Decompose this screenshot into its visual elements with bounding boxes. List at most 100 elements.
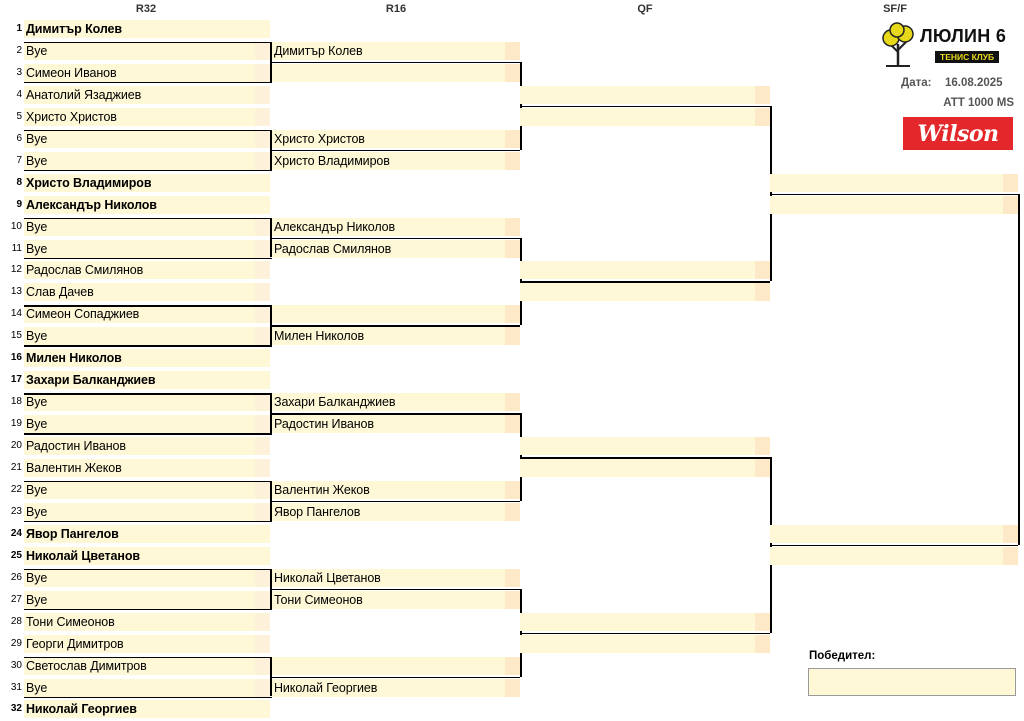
score-box[interactable] [255,480,270,499]
score-box[interactable] [255,239,270,258]
score-box[interactable] [755,437,770,456]
score-box[interactable] [505,656,520,675]
r32-slot[interactable]: Bye [24,217,270,236]
winner-field[interactable] [808,668,1016,696]
score-box[interactable] [505,393,520,412]
score-box[interactable] [255,63,270,82]
score-box[interactable] [255,305,270,324]
score-box[interactable] [505,480,520,499]
score-box[interactable] [255,327,270,346]
score-box[interactable] [505,502,520,521]
r32-slot[interactable]: Bye [24,41,270,60]
r16-slot[interactable]: Милен Николов [272,327,520,346]
r32-slot[interactable]: Милен Николов [24,349,270,368]
r32-slot[interactable]: Николай Цветанов [24,546,270,565]
score-box[interactable] [505,305,520,324]
score-box[interactable] [755,85,770,104]
r32-slot[interactable]: Валентин Жеков [24,459,270,477]
score-box[interactable] [255,261,270,280]
r32-slot[interactable]: Явор Пангелов [24,524,270,543]
score-box[interactable] [755,634,770,653]
r16-slot[interactable]: Явор Пангелов [272,502,520,521]
r16-slot[interactable]: Николай Георгиев [272,678,520,697]
score-box[interactable] [755,261,770,280]
score-box[interactable] [755,107,770,126]
r32-slot[interactable]: Bye [24,590,270,609]
r32-slot[interactable]: Георги Димитров [24,634,270,653]
score-box[interactable] [255,283,270,302]
r16-slot[interactable]: Захари Балканджиев [272,393,520,412]
score-box[interactable] [255,459,270,477]
score-box[interactable] [255,129,270,148]
score-box[interactable] [255,437,270,456]
r16-slot[interactable]: Александър Николов [272,217,520,236]
score-box[interactable] [255,393,270,412]
r32-slot[interactable]: Анатолий Язаджиев [24,85,270,104]
r32-slot[interactable]: Радослав Смилянов [24,261,270,280]
r32-slot[interactable]: Николай Георгиев [24,700,270,719]
qf-slot[interactable] [520,283,770,302]
score-box[interactable] [505,415,520,434]
score-box[interactable] [255,634,270,653]
sf-slot[interactable] [770,195,1018,214]
r16-slot[interactable]: Христо Владимиров [272,151,520,170]
score-box[interactable] [255,151,270,170]
r32-slot[interactable]: Александър Николов [24,195,270,214]
r32-slot[interactable]: Bye [24,393,270,412]
score-box[interactable] [505,41,520,60]
score-box[interactable] [1003,173,1018,192]
score-box[interactable] [255,568,270,587]
r16-slot[interactable]: Николай Цветанов [272,568,520,587]
score-box[interactable] [255,41,270,60]
qf-slot[interactable] [520,261,770,280]
r32-slot[interactable]: Слав Дачев [24,283,270,302]
score-box[interactable] [755,283,770,302]
r32-slot[interactable]: Bye [24,129,270,148]
r32-slot[interactable]: Bye [24,502,270,521]
r32-slot[interactable]: Bye [24,415,270,434]
r16-slot[interactable]: Радостин Иванов [272,415,520,434]
score-box[interactable] [255,502,270,521]
r32-slot[interactable]: Светослав Димитров [24,656,270,675]
score-box[interactable] [255,85,270,104]
r32-slot[interactable]: Христо Христов [24,107,270,126]
r16-slot[interactable]: Валентин Жеков [272,480,520,499]
qf-slot[interactable] [520,85,770,104]
qf-slot[interactable] [520,634,770,653]
score-box[interactable] [505,63,520,82]
score-box[interactable] [255,415,270,434]
score-box[interactable] [755,612,770,631]
score-box[interactable] [255,107,270,126]
score-box[interactable] [255,612,270,631]
r32-slot[interactable]: Димитър Колев [24,20,270,38]
r32-slot[interactable]: Bye [24,480,270,499]
qf-slot[interactable] [520,612,770,631]
score-box[interactable] [255,590,270,609]
r32-slot[interactable]: Bye [24,239,270,258]
score-box[interactable] [505,217,520,236]
r32-slot[interactable]: Тони Симеонов [24,612,270,631]
r16-slot[interactable]: Тони Симеонов [272,590,520,609]
sf-slot[interactable] [770,524,1018,543]
sf-slot[interactable] [770,173,1018,192]
r16-slot[interactable] [272,305,520,324]
score-box[interactable] [505,678,520,697]
score-box[interactable] [755,459,770,478]
score-box[interactable] [505,239,520,258]
score-box[interactable] [255,678,270,697]
r32-slot[interactable]: Bye [24,678,270,697]
r16-slot[interactable]: Радослав Смилянов [272,239,520,258]
score-box[interactable] [1003,524,1018,543]
r32-slot[interactable]: Bye [24,568,270,587]
score-box[interactable] [1003,195,1018,214]
score-box[interactable] [255,656,270,675]
r16-slot[interactable] [272,63,520,82]
r32-slot[interactable]: Захари Балканджиев [24,371,270,390]
score-box[interactable] [1003,546,1018,565]
score-box[interactable] [505,568,520,587]
score-box[interactable] [505,151,520,170]
r32-slot[interactable]: Симеон Иванов [24,63,270,82]
r16-slot[interactable] [272,656,520,675]
qf-slot[interactable] [520,107,770,126]
score-box[interactable] [505,327,520,346]
